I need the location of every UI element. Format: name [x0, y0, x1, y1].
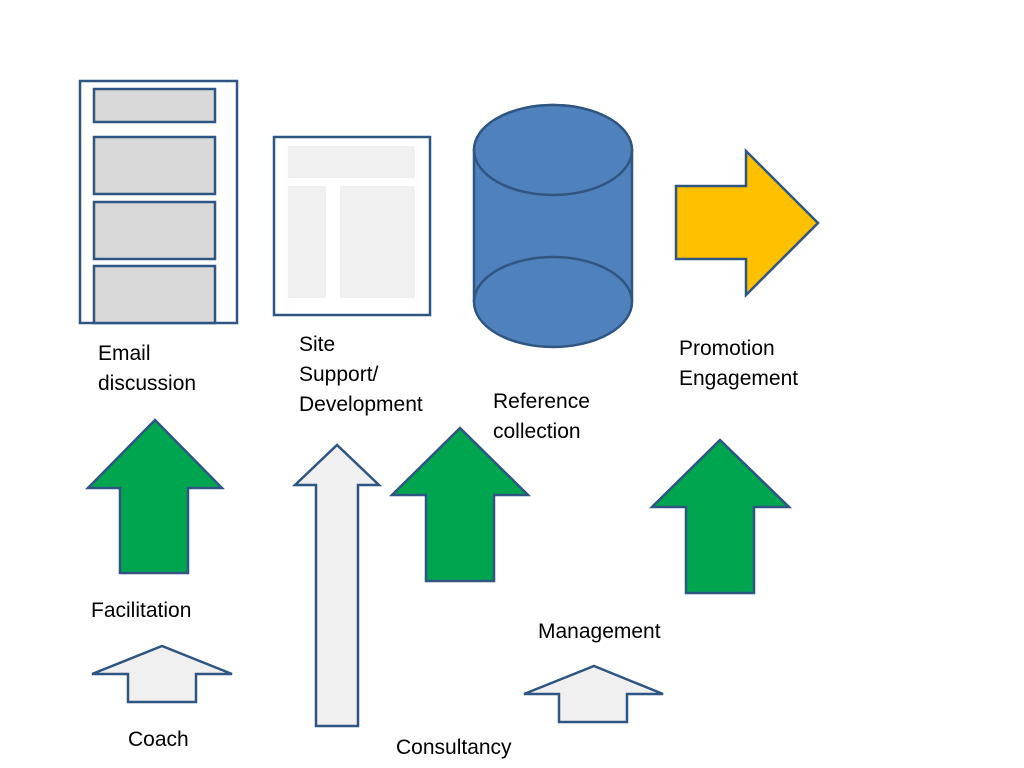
- email-discussion-icon: [78, 79, 239, 325]
- site-header-block: [288, 146, 415, 178]
- consultancy-label: Consultancy: [396, 736, 512, 759]
- email-panel: [92, 87, 217, 124]
- coach-label: Coach: [128, 728, 189, 751]
- site-support-label: Site Support/ Development: [299, 333, 423, 416]
- promotion-engagement-label: Promotion Engagement: [679, 337, 799, 390]
- site-content-block: [340, 186, 415, 298]
- management-small-up-arrow-icon: [523, 664, 664, 724]
- site-layout-icon: [272, 135, 432, 317]
- management-label: Management: [538, 620, 661, 643]
- email-discussion-label: Email discussion: [98, 342, 197, 395]
- email-panel: [92, 200, 217, 261]
- reference-up-arrow-icon: [388, 426, 532, 583]
- database-cylinder-icon: [472, 103, 634, 349]
- email-panel: [92, 264, 217, 325]
- consultancy-up-arrow-icon: [291, 443, 383, 728]
- reference-collection-label: Reference collection: [493, 390, 590, 443]
- email-panel: [92, 135, 217, 196]
- right-arrow-icon: [674, 147, 820, 299]
- cylinder-top: [472, 103, 634, 197]
- facilitation-label: Facilitation: [91, 599, 192, 622]
- facilitation-up-arrow-icon: [85, 418, 225, 575]
- site-sidebar-block: [288, 186, 326, 298]
- cylinder-bottom-rim: [472, 255, 634, 303]
- management-up-arrow-icon: [648, 438, 793, 595]
- coach-up-arrow-icon: [91, 644, 233, 704]
